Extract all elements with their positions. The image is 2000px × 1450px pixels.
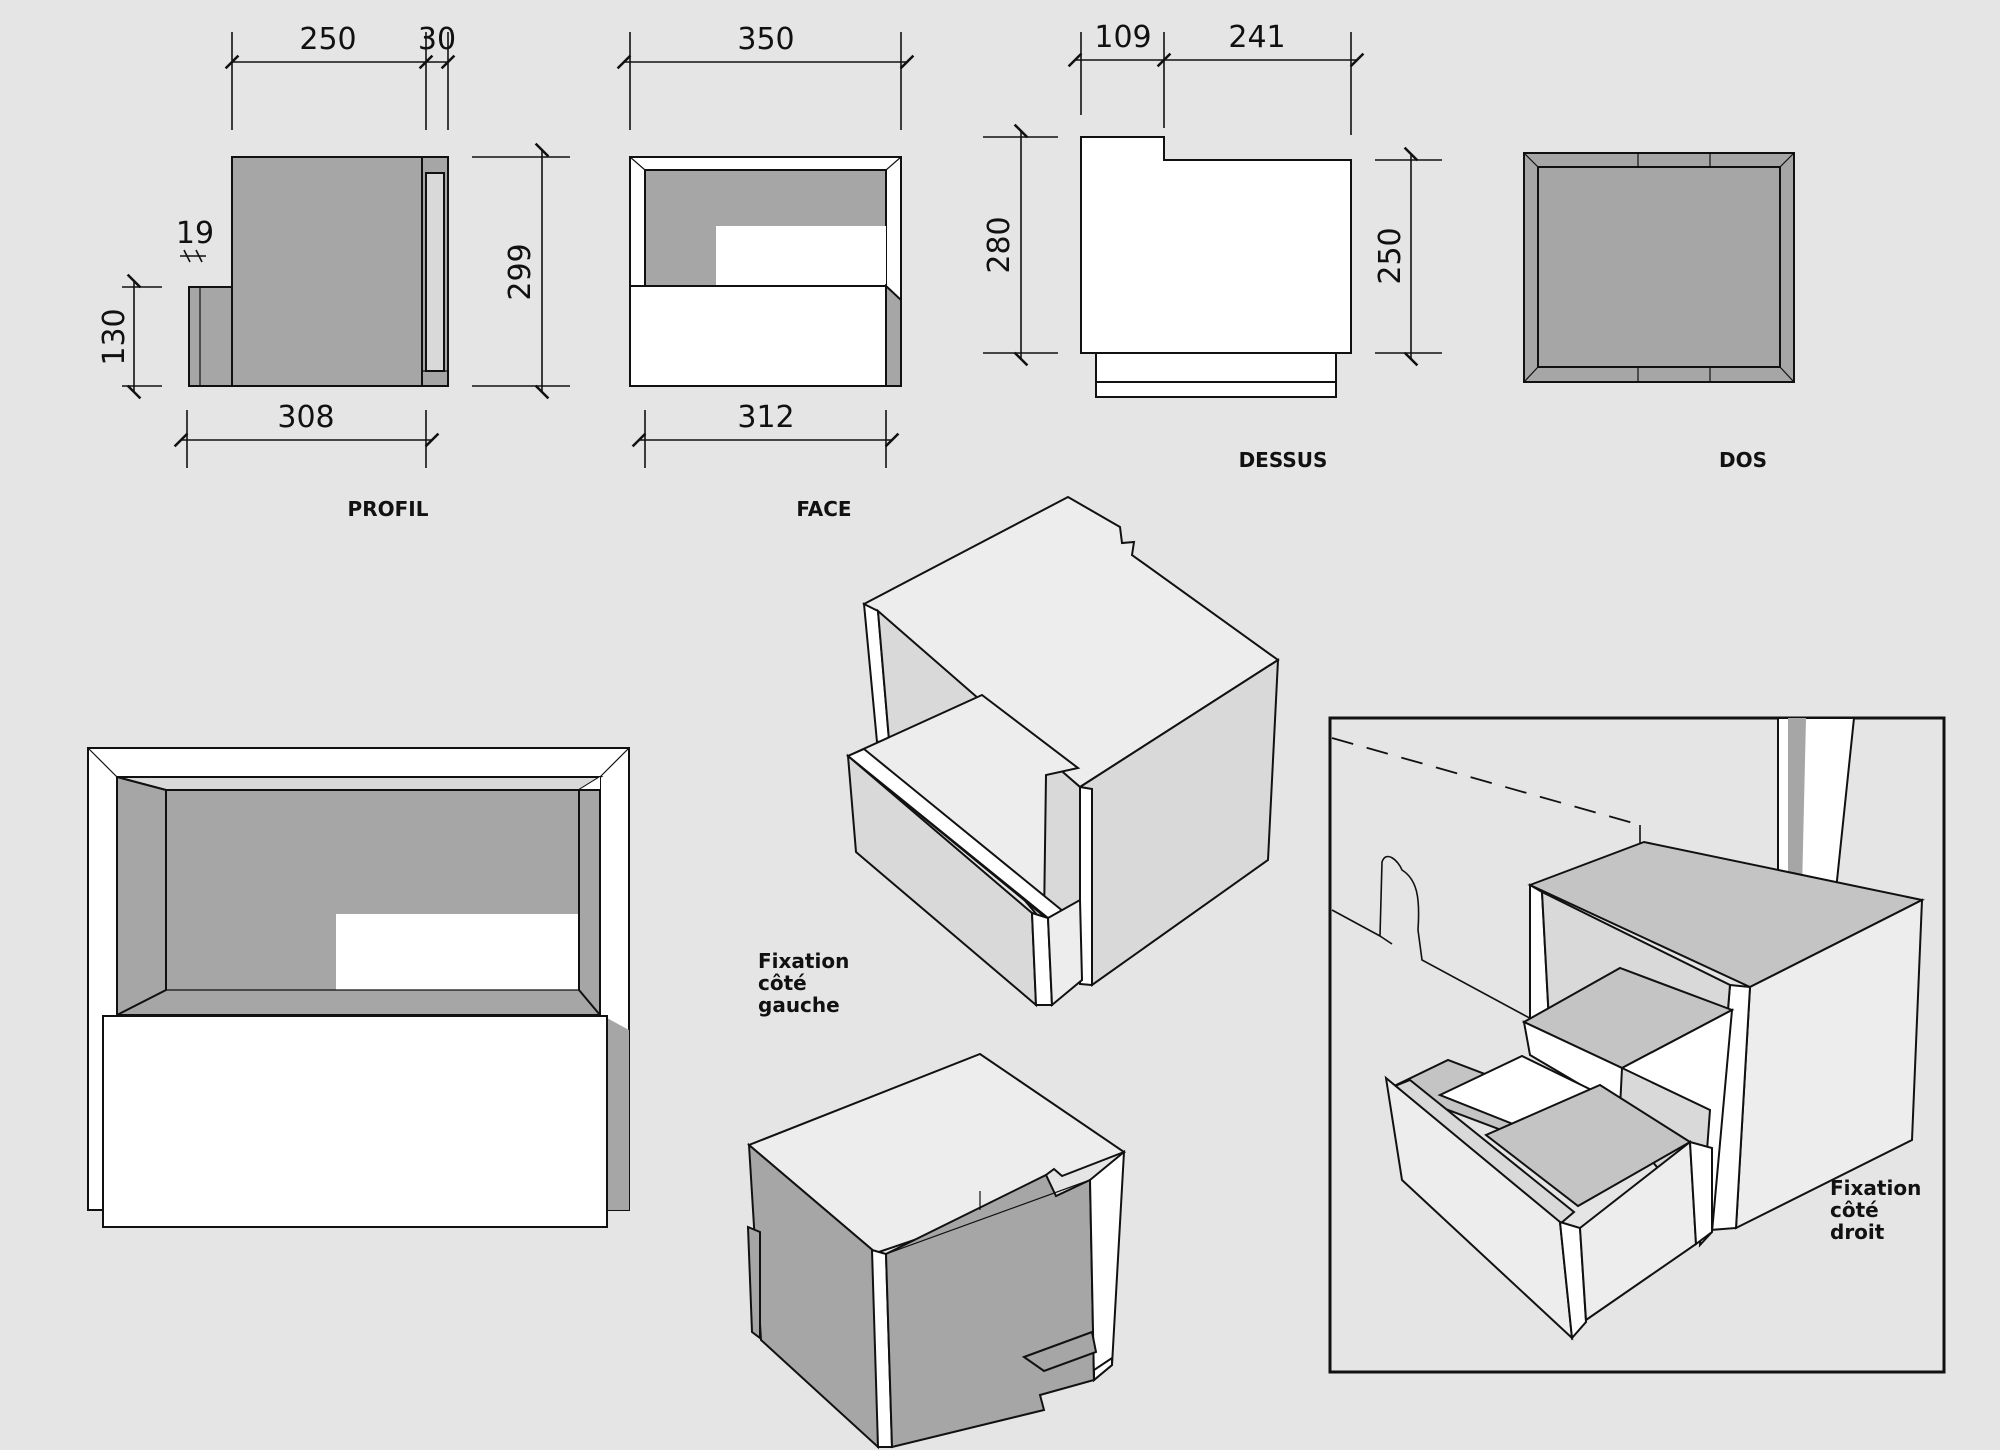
iso-view-left-fixing: Fixation côté gauche (758, 495, 1280, 1017)
dessus-label: DESSUS (1239, 448, 1328, 472)
dim-face-bottom-width: 312 (737, 400, 794, 435)
dim-profil-gap-value: 19 (176, 216, 214, 251)
dos-view: DOS (1523, 152, 1795, 472)
caption-left-fixing: Fixation côté gauche (758, 949, 849, 1017)
dessus-top-outline (1080, 136, 1352, 354)
profil-body (231, 156, 423, 387)
caption-left-fixing-line2: côté (758, 971, 807, 995)
profil-label: PROFIL (348, 497, 429, 521)
dim-profil-bottom-value: 308 (277, 400, 334, 435)
dim-profil-height-value: 299 (503, 243, 538, 300)
face-drawer-front (629, 285, 887, 387)
dim-dessus-left-depth: 280 (982, 216, 1017, 273)
dim-profil-plinth-height: 130 (97, 308, 132, 365)
dim-profil-gap: 19 (176, 216, 214, 263)
dim-profil-bottom: 308 (173, 400, 440, 468)
dim-dessus-right: 250 (1373, 146, 1442, 367)
dim-face-top: 350 (616, 22, 915, 130)
dim-dessus-right-depth: 250 (1373, 227, 1408, 284)
profil-plinth (188, 286, 233, 387)
face-view: 350 312 FACE (616, 22, 915, 521)
dim-profil-plinth: 130 (97, 273, 162, 400)
detail-box-right-fixing: Fixation côté droit (1328, 716, 1946, 1374)
dessus-plinth (1095, 352, 1337, 383)
detail-box-frame (1328, 716, 1946, 1374)
dim-dessus-notch: 109 (1094, 20, 1151, 55)
caption-right-fixing-line3: droit (1830, 1220, 1885, 1244)
dim-profil-height: 299 (472, 142, 570, 400)
dim-dessus-rest: 241 (1228, 20, 1285, 55)
dim-dessus-left: 280 (982, 123, 1058, 367)
face-label: FACE (796, 497, 851, 521)
caption-right-fixing: Fixation côté droit (1830, 1176, 1921, 1244)
caption-right-fixing-line2: côté (1830, 1198, 1879, 1222)
dim-face-top-width: 350 (737, 22, 794, 57)
large-front-drawer (102, 1015, 608, 1228)
dos-panel (1537, 166, 1781, 368)
caption-right-fixing-line1: Fixation (1830, 1176, 1921, 1200)
dos-label: DOS (1719, 448, 1767, 472)
iso-view-back (746, 1052, 1127, 1450)
profil-view: 250 30 299 130 19 308 (97, 22, 570, 521)
dim-profil-top-front: 30 (418, 22, 456, 57)
dim-dessus-top: 109 241 (1067, 20, 1365, 135)
profil-front-inner (425, 172, 445, 372)
dim-profil-top-depth: 250 (299, 22, 356, 57)
caption-left-fixing-line1: Fixation (758, 949, 849, 973)
dim-profil-top: 250 30 (224, 22, 456, 130)
caption-left-fixing-line3: gauche (758, 993, 840, 1017)
large-front-view (87, 747, 630, 1228)
dim-face-bottom: 312 (631, 400, 900, 468)
dessus-view: 109 241 280 250 DESSUS (982, 20, 1442, 472)
